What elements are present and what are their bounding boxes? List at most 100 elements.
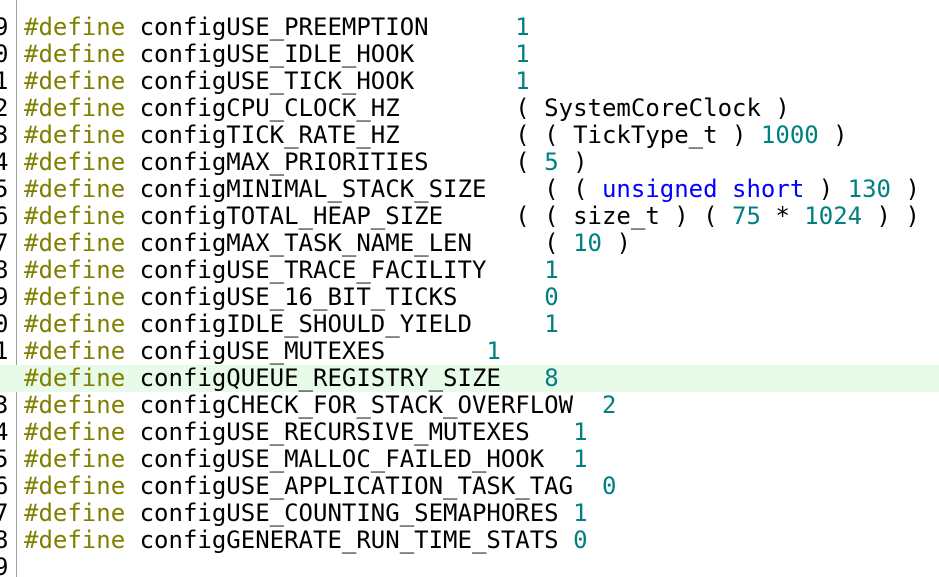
token-directive: #define [24, 94, 126, 122]
token-directive: #define [24, 40, 126, 68]
line-number: 7 [0, 230, 16, 257]
code-text: #define configUSE_RECURSIVE_MUTEXES 1 [24, 419, 588, 446]
token-number: 1 [515, 67, 530, 95]
code-line[interactable]: #define configUSE_APPLICATION_TASK_TAG 0 [0, 473, 939, 500]
token-number: 10 [573, 229, 602, 257]
token-ident: configIDLE_SHOULD_YIELD [125, 310, 545, 338]
code-text: #define configIDLE_SHOULD_YIELD 1 [24, 311, 559, 338]
token-directive: #define [24, 418, 126, 446]
token-ident: configUSE_16_BIT_TICKS [125, 283, 545, 311]
code-line[interactable]: #define configUSE_RECURSIVE_MUTEXES 1 [0, 419, 939, 446]
line-number-text: 1 [0, 337, 9, 365]
code-text: #define configUSE_APPLICATION_TASK_TAG 0 [24, 473, 616, 500]
token-number: 0 [544, 283, 559, 311]
token-number: 1 [544, 310, 559, 338]
token-number: 75 [732, 202, 761, 230]
token-directive: #define [24, 256, 126, 284]
code-line[interactable]: #define configMAX_PRIORITIES ( 5 ) [0, 149, 939, 176]
line-number: 5 [0, 176, 16, 203]
token-number: 1 [573, 499, 588, 527]
code-line[interactable]: #define configUSE_IDLE_HOOK 1 [0, 41, 939, 68]
token-ident: configMAX_TASK_NAME_LEN ( [125, 229, 574, 257]
line-number: 4 [0, 419, 16, 446]
code-line[interactable]: #define configUSE_TRACE_FACILITY 1 [0, 257, 939, 284]
code-line[interactable]: #define configMINIMAL_STACK_SIZE ( ( uns… [0, 176, 939, 203]
line-number-text: 0 [0, 40, 9, 68]
token-number: 1 [544, 256, 559, 284]
token-ident: configMINIMAL_STACK_SIZE ( ( [125, 175, 602, 203]
code-line[interactable]: #define configCPU_CLOCK_HZ ( SystemCoreC… [0, 95, 939, 122]
token-ident: configCHECK_FOR_STACK_OVERFLOW [125, 391, 602, 419]
line-number-text: 3 [0, 391, 9, 419]
token-ident: ) [602, 229, 631, 257]
code-text: #define configGENERATE_RUN_TIME_STATS 0 [24, 527, 588, 554]
token-number: 1024 [804, 202, 863, 230]
code-text: #define configUSE_COUNTING_SEMAPHORES 1 [24, 500, 588, 527]
line-number-text: 8 [0, 256, 9, 284]
token-directive: #define [24, 472, 126, 500]
token-ident: configUSE_IDLE_HOOK [125, 40, 516, 68]
token-ident: configUSE_MALLOC_FAILED_HOOK [125, 445, 574, 473]
token-number: 2 [601, 391, 617, 419]
code-text: #define configQUEUE_REGISTRY_SIZE 8 [24, 365, 559, 392]
code-text: #define configCPU_CLOCK_HZ ( SystemCoreC… [24, 95, 790, 122]
token-directive: #define [24, 364, 126, 392]
line-number: 5 [0, 446, 16, 473]
token-directive: #define [24, 67, 126, 95]
token-ident: configQUEUE_REGISTRY_SIZE [125, 364, 545, 392]
line-number: 3 [0, 122, 16, 149]
code-line[interactable] [0, 554, 939, 577]
code-line[interactable]: #define configTOTAL_HEAP_SIZE ( ( size_t… [0, 203, 939, 230]
code-line[interactable]: #define configUSE_TICK_HOOK 1 [0, 68, 939, 95]
token-directive: #define [24, 499, 126, 527]
token-ident: configUSE_RECURSIVE_MUTEXES [125, 418, 574, 446]
line-number: 0 [0, 41, 16, 68]
line-number-text: 4 [0, 148, 9, 176]
token-directive: #define [24, 229, 126, 257]
token-number: 1000 [760, 121, 819, 149]
token-number: 1 [515, 40, 530, 68]
code-line[interactable]: #define configUSE_MALLOC_FAILED_HOOK 1 [0, 446, 939, 473]
line-number-text: 3 [0, 121, 9, 149]
line-number: 1 [0, 68, 16, 95]
token-directive: #define [24, 148, 126, 176]
code-text: #define configUSE_TICK_HOOK 1 [24, 68, 530, 95]
line-number: 7 [0, 500, 16, 527]
line-number: 1 [0, 338, 16, 365]
token-ident: configUSE_COUNTING_SEMAPHORES [125, 499, 574, 527]
line-number-text: 2 [0, 94, 9, 122]
line-number-text: 5 [0, 445, 9, 473]
code-line[interactable]: #define configGENERATE_RUN_TIME_STATS 0 [0, 527, 939, 554]
token-directive: #define [24, 202, 126, 230]
code-line[interactable]: #define configUSE_COUNTING_SEMAPHORES 1 [0, 500, 939, 527]
code-line[interactable]: #define configUSE_PREEMPTION 1 [0, 14, 939, 41]
line-number: 4 [0, 149, 16, 176]
code-line[interactable]: #define configTICK_RATE_HZ ( ( TickType_… [0, 122, 939, 149]
token-ident: configMAX_PRIORITIES ( [125, 148, 545, 176]
token-ident: ) ) [862, 202, 920, 230]
token-ident: configCPU_CLOCK_HZ ( SystemCoreClock ) [125, 94, 790, 122]
line-number: 3 [0, 392, 16, 419]
line-number: 2 [0, 95, 16, 122]
token-number: 1 [486, 337, 501, 365]
code-text: #define configTICK_RATE_HZ ( ( TickType_… [24, 122, 848, 149]
line-number: 9 [0, 14, 16, 41]
line-number-text: 1 [0, 67, 9, 95]
token-ident: configUSE_APPLICATION_TASK_TAG [125, 472, 602, 500]
token-number: 1 [573, 445, 588, 473]
code-line[interactable]: #define configMAX_TASK_NAME_LEN ( 10 ) [0, 230, 939, 257]
code-line[interactable]: #define configUSE_MUTEXES 1 [0, 338, 939, 365]
code-line[interactable]: #define configCHECK_FOR_STACK_OVERFLOW 2 [0, 392, 939, 419]
token-number: 5 [544, 148, 559, 176]
code-line[interactable]: #define configUSE_16_BIT_TICKS 0 [0, 284, 939, 311]
token-directive: #define [24, 121, 126, 149]
token-directive: #define [24, 445, 126, 473]
line-number: 0 [0, 311, 16, 338]
line-number-text: 5 [0, 175, 9, 203]
code-text: #define configCHECK_FOR_STACK_OVERFLOW 2 [24, 392, 616, 419]
code-line[interactable]: #define configIDLE_SHOULD_YIELD 1 [0, 311, 939, 338]
code-line-current[interactable]: #define configQUEUE_REGISTRY_SIZE 8 [0, 365, 939, 392]
token-ident: configTICK_RATE_HZ ( ( TickType_t ) [125, 121, 761, 149]
code-text: #define configUSE_PREEMPTION 1 [24, 14, 530, 41]
